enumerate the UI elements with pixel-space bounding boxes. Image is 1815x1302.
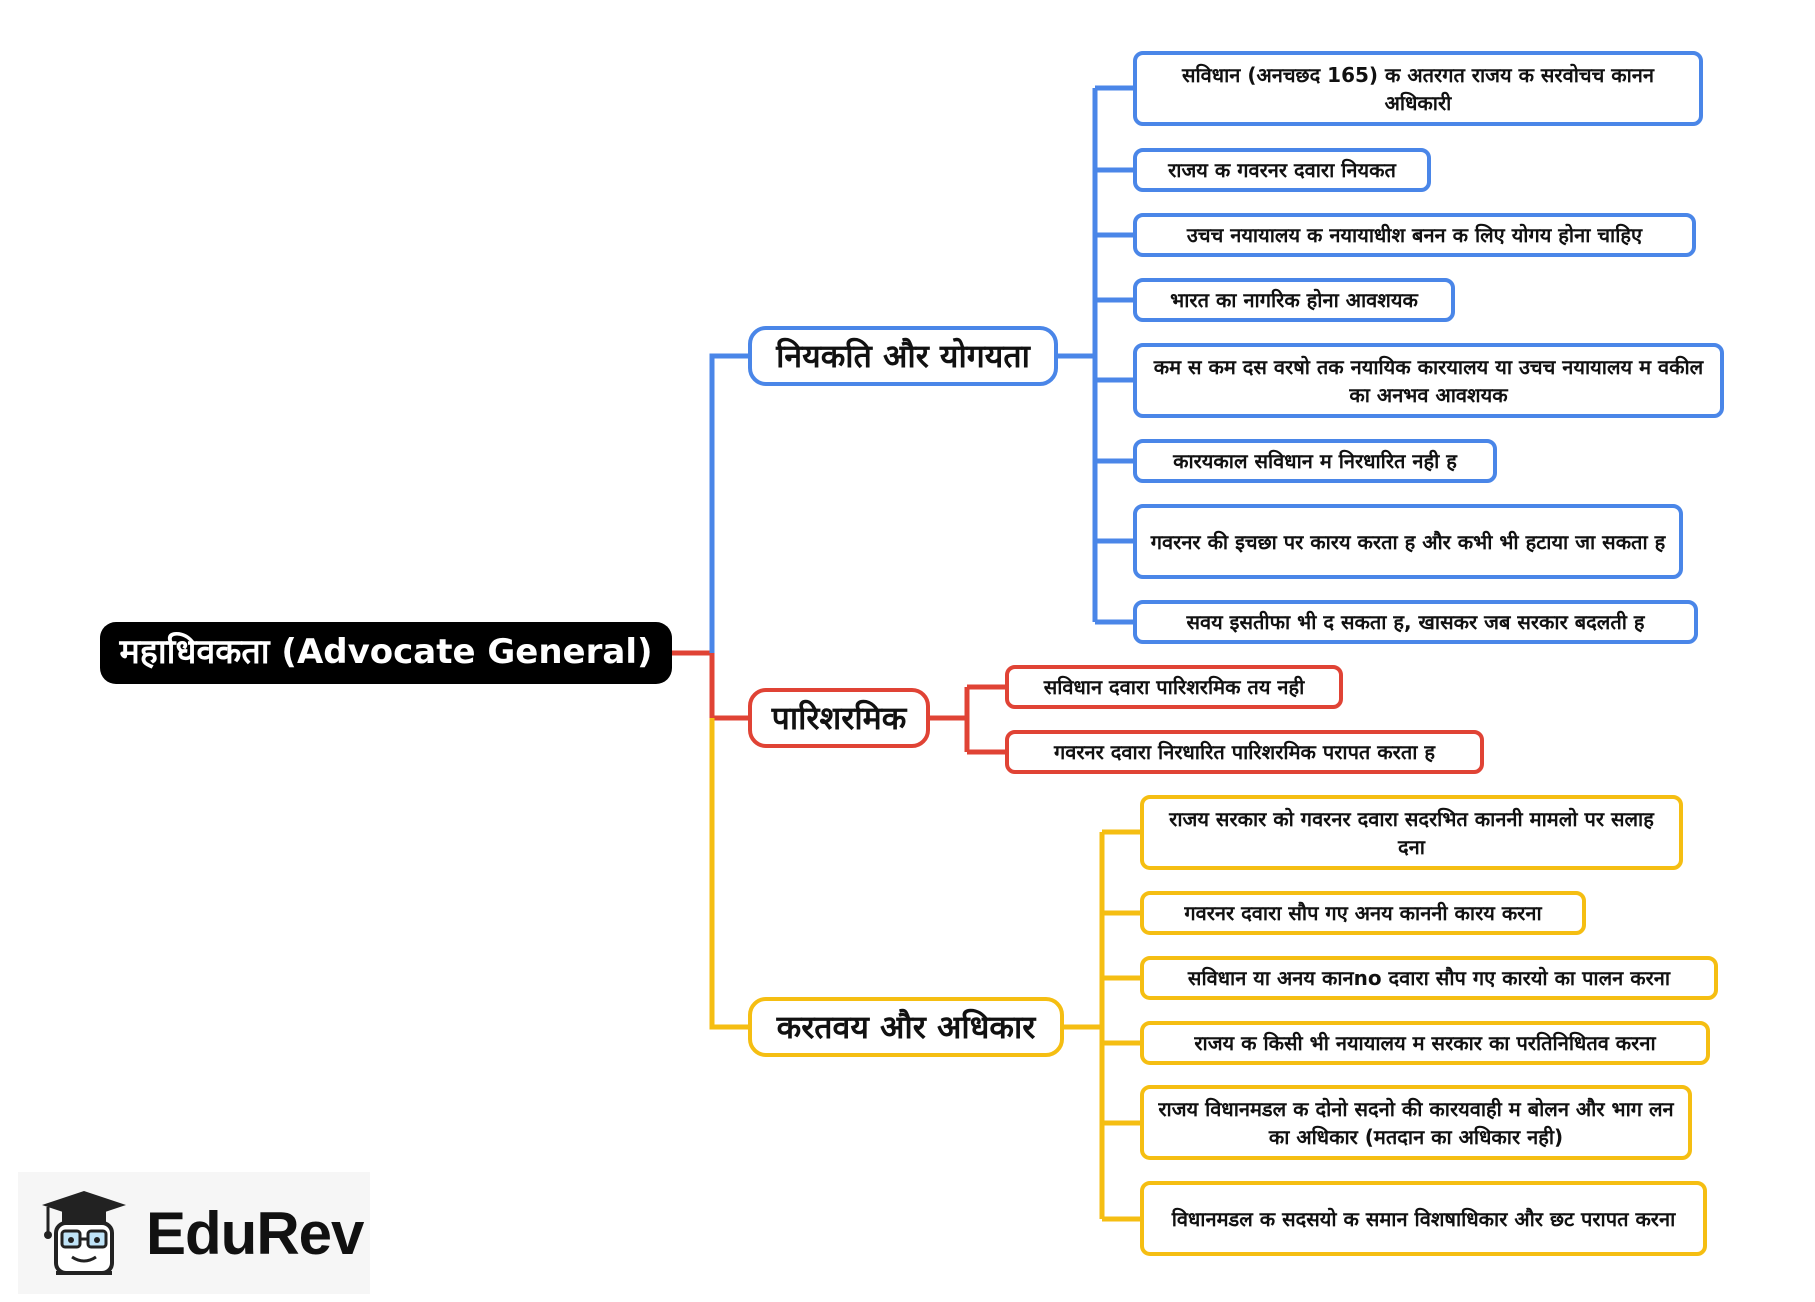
leaf-appointment-7: गवरनर की इचछा पर कारय करता ह और कभी भी ह… bbox=[1133, 504, 1683, 579]
logo-brand-text: EduRev bbox=[146, 1199, 364, 1267]
branch-duties-rights: करतवय और अधिकार bbox=[748, 997, 1064, 1057]
leaf-text: गवरनर दवारा सौप गए अनय काननी कारय करना bbox=[1184, 901, 1542, 925]
edurev-logo: EduRev bbox=[18, 1172, 370, 1294]
leaf-text: राजय विधानमडल क दोनो सदनो की कारयवाही म … bbox=[1158, 1096, 1674, 1149]
leaf-appointment-8: सवय इसतीफा भी द सकता ह, खासकर जब सरकार ब… bbox=[1133, 600, 1698, 644]
connector-trunk-top bbox=[709, 353, 748, 653]
leaf-appointment-2: राजय क गवरनर दवारा नियकत bbox=[1133, 148, 1431, 192]
root-label: महाधिवकता (Advocate General) bbox=[119, 632, 653, 673]
leaf-text: गवरनर की इचछा पर कारय करता ह और कभी भी ह… bbox=[1150, 529, 1666, 554]
branch-label: करतवय और अधिकार bbox=[776, 1007, 1036, 1046]
leaf-text: सविधान (अनचछद 165) क अतरगत राजय क सरवोचच… bbox=[1181, 62, 1655, 115]
leaf-text: उचच नयायालय क नयायाधीश बनन क लिए योगय हो… bbox=[1186, 223, 1643, 247]
leaf-text: सविधान या अनय कानno दवारा सौप गए कारयो क… bbox=[1187, 966, 1671, 990]
leaf-duties-5: राजय विधानमडल क दोनो सदनो की कारयवाही म … bbox=[1140, 1085, 1692, 1160]
leaf-text: भारत का नागरिक होना आवशयक bbox=[1170, 288, 1418, 312]
graduation-cap-mascot-icon bbox=[42, 1191, 126, 1275]
leaf-remuneration-1: सविधान दवारा पारिशरमिक तय नही bbox=[1005, 665, 1343, 709]
leaf-text: राजय सरकार को गवरनर दवारा सदरभित काननी म… bbox=[1169, 806, 1654, 859]
leaf-text: विधानमडल क सदसयो क समान विशषाधिकार और छट… bbox=[1171, 1206, 1676, 1231]
branch-label: पारिशरमिक bbox=[771, 698, 907, 737]
leaf-duties-2: गवरनर दवारा सौप गए अनय काननी कारय करना bbox=[1140, 891, 1586, 935]
leaf-text: सवय इसतीफा भी द सकता ह, खासकर जब सरकार ब… bbox=[1186, 610, 1645, 634]
leaf-text: कम स कम दस वरषो तक नयायिक कारयालय या उचच… bbox=[1153, 354, 1704, 407]
connector-trunk-mid bbox=[709, 653, 748, 721]
leaf-remuneration-2: गवरनर दवारा निरधारित पारिशरमिक परापत करत… bbox=[1005, 730, 1484, 774]
leaf-text: राजय क किसी भी नयायालय म सरकार का परतिनि… bbox=[1194, 1031, 1656, 1055]
leaf-text: कारयकाल सविधान म निरधारित नही ह bbox=[1173, 449, 1457, 473]
leaf-text: गवरनर दवारा निरधारित पारिशरमिक परापत करत… bbox=[1054, 740, 1435, 764]
leaf-appointment-5: कम स कम दस वरषो तक नयायिक कारयालय या उचच… bbox=[1133, 343, 1724, 418]
connector-trunk-bottom bbox=[709, 718, 748, 1030]
leaf-appointment-1: सविधान (अनचछद 165) क अतरगत राजय क सरवोचच… bbox=[1133, 51, 1703, 126]
leaf-appointment-4: भारत का नागरिक होना आवशयक bbox=[1133, 278, 1455, 322]
branch-appointment-eligibility: नियकति और योगयता bbox=[748, 326, 1058, 386]
leaf-duties-4: राजय क किसी भी नयायालय म सरकार का परतिनि… bbox=[1140, 1021, 1710, 1065]
leaf-duties-1: राजय सरकार को गवरनर दवारा सदरभित काननी म… bbox=[1140, 795, 1683, 870]
leaf-appointment-3: उचच नयायालय क नयायाधीश बनन क लिए योगय हो… bbox=[1133, 213, 1696, 257]
leaf-text: राजय क गवरनर दवारा नियकत bbox=[1168, 158, 1396, 182]
branch-remuneration: पारिशरमिक bbox=[748, 688, 930, 748]
branch-label: नियकति और योगयता bbox=[776, 336, 1030, 375]
leaf-text: सविधान दवारा पारिशरमिक तय नही bbox=[1043, 675, 1305, 699]
leaf-duties-3: सविधान या अनय कानno दवारा सौप गए कारयो क… bbox=[1140, 956, 1718, 1000]
leaf-duties-6: विधानमडल क सदसयो क समान विशषाधिकार और छट… bbox=[1140, 1181, 1707, 1256]
root-node: महाधिवकता (Advocate General) bbox=[100, 622, 672, 684]
leaf-appointment-6: कारयकाल सविधान म निरधारित नही ह bbox=[1133, 439, 1497, 483]
